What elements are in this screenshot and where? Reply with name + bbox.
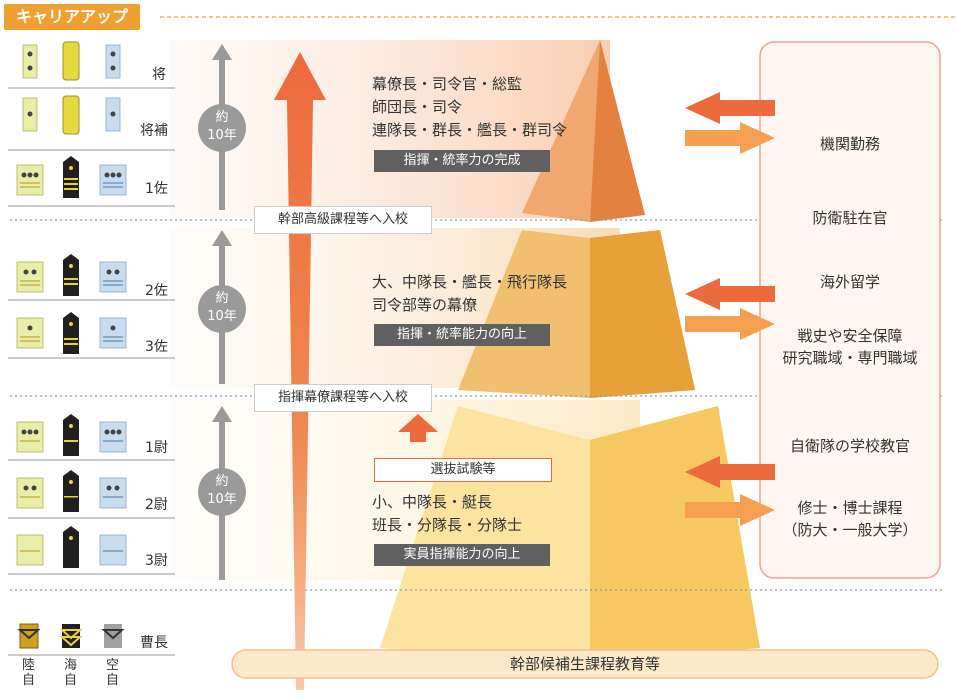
socho-insignia <box>17 623 125 649</box>
rank-nii: 2尉 <box>145 497 168 513</box>
mid-line-2: 司令部等の幕僚 <box>372 296 478 314</box>
right-item-ryugaku: 海外留学 <box>819 273 880 291</box>
service-sea: 海自 <box>64 658 78 688</box>
rank-sani: 3尉 <box>145 553 168 569</box>
right-item-shushi: 修士・博士課程 <box>797 499 903 517</box>
exam-up-arrow <box>398 414 438 442</box>
pyramid-mid-right <box>590 230 695 398</box>
service-land: 陸自 <box>22 658 36 688</box>
top-line-1: 幕僚長・司令官・総監 <box>372 75 523 93</box>
exam-label: 選抜試験等 <box>374 458 552 482</box>
air-insignia <box>99 44 127 566</box>
rank-sansa: 3佐 <box>145 339 168 355</box>
big-career-arrow <box>274 52 326 690</box>
low-line-1: 小、中隊長・艇長 <box>372 493 493 511</box>
right-item-university: （防大・一般大学） <box>782 521 918 539</box>
header-title: キャリアアップ <box>4 4 141 30</box>
right-item-kikan: 機関勤務 <box>819 135 880 153</box>
mid-badge: 指揮・統率能力の向上 <box>374 324 550 346</box>
rank-sho: 将 <box>152 67 166 83</box>
low-badge: 実員指揮能力の向上 <box>374 544 550 566</box>
rank-shoho: 将補 <box>140 123 168 139</box>
rank-socho: 曹長 <box>140 635 168 651</box>
base-bar <box>231 649 939 679</box>
top-line-2: 師団長・司令 <box>372 98 463 116</box>
navy-insignia <box>62 41 80 568</box>
rank-nisa: 2佐 <box>145 283 168 299</box>
right-item-kenkyu: 研究職域・専門職域 <box>782 349 918 367</box>
pyramid-low-right <box>590 406 760 662</box>
service-air: 空自 <box>106 658 120 688</box>
army-insignia <box>16 44 44 566</box>
right-item-kyokan: 自衛隊の学校教官 <box>789 437 910 455</box>
entry-middle: 指揮幕僚課程等へ入校 <box>254 384 432 412</box>
mid-line-1: 大、中隊長・艦長・飛行隊長 <box>372 273 568 291</box>
top-line-3: 連隊長・群長・艦長・群司令 <box>372 121 568 139</box>
pyramid-top-right <box>590 40 645 222</box>
low-line-2: 班長・分隊長・分隊士 <box>372 516 523 534</box>
entry-upper: 幹部高級課程等へ入校 <box>254 206 432 234</box>
rank-ichii: 1尉 <box>145 440 168 456</box>
exchange-arrows <box>685 92 775 526</box>
army-stars <box>21 51 39 491</box>
right-panel-box <box>759 41 941 579</box>
right-item-senshi: 戦史や安全保障 <box>797 327 903 345</box>
entry-base: 幹部候補生課程教育等 <box>509 655 660 673</box>
rank-issa: 1佐 <box>145 181 168 197</box>
right-item-chuzaikan: 防衛駐在官 <box>812 209 888 227</box>
top-badge: 指揮・統率力の完成 <box>374 150 550 172</box>
